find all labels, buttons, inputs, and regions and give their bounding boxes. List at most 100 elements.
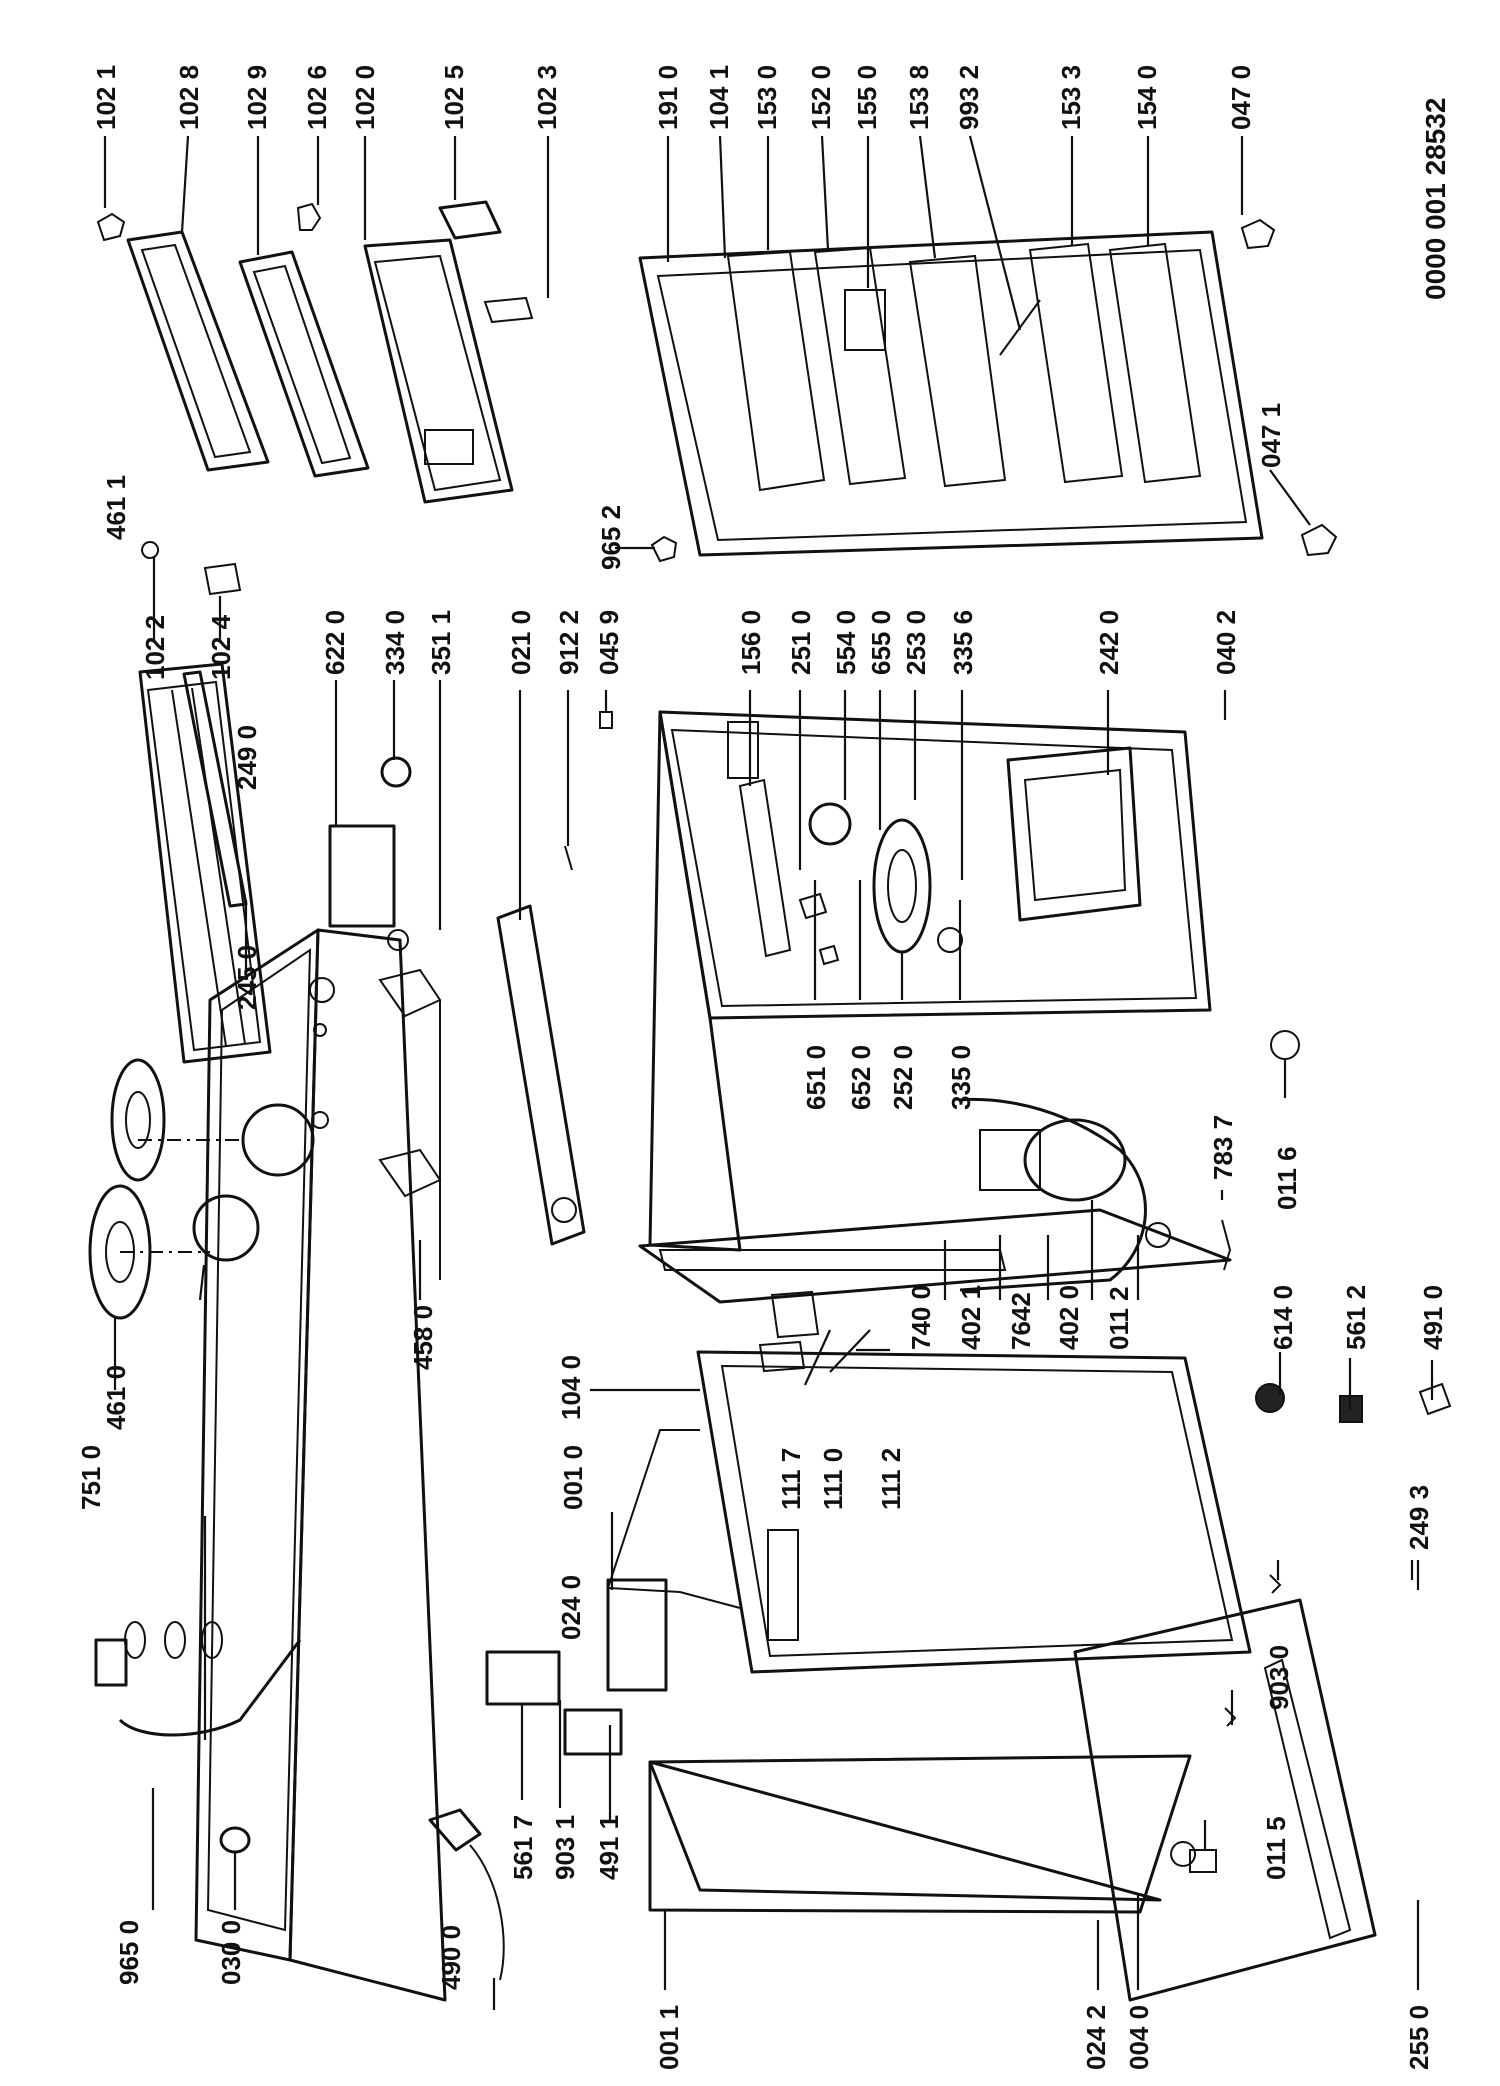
small-knob (808, 802, 852, 846)
label-334-0: 334 0 (380, 610, 410, 675)
label-490-0: 490 0 (436, 1925, 466, 1990)
hinge-bottom-icon (1300, 523, 1338, 557)
foot-right-icon (1224, 1707, 1237, 1727)
door-handle-icon (770, 1290, 820, 1339)
label-491-1: 491 1 (594, 1815, 624, 1880)
door-handle-cap-icon (758, 1340, 806, 1373)
small-screw-top-icon (599, 711, 613, 729)
label-335-0: 335 0 (946, 1045, 976, 1110)
label-402-1: 402 1 (956, 1285, 986, 1350)
cabinet-top-cover (192, 928, 447, 2002)
small-cover-plate (438, 200, 502, 240)
label-251-0: 251 0 (786, 610, 816, 675)
label-249-3: 249 3 (1404, 1485, 1434, 1550)
label-783-7: 783 7 (1208, 1115, 1238, 1180)
label-903-0: 903 0 (1264, 1645, 1294, 1710)
label-191-0: 191 0 (653, 65, 683, 130)
label-491-0: 491 0 (1418, 1285, 1448, 1350)
label-111-0: 111 0 (818, 1448, 848, 1510)
label-912-2: 912 2 (554, 610, 584, 675)
thermostat-unit (328, 824, 396, 928)
small-lamp-icon (818, 944, 840, 966)
label-255-0: 255 0 (1404, 2005, 1434, 2070)
door-seal-frame (238, 250, 370, 478)
small-capacitor-icon (1418, 1382, 1452, 1416)
label-047-0: 047 0 (1226, 65, 1256, 130)
label-993-2: 993 2 (954, 65, 984, 130)
round-cap-top (110, 1058, 166, 1182)
label-740-0: 740 0 (906, 1285, 936, 1350)
label-965-0: 965 0 (114, 1920, 144, 1985)
bottom-strip (1263, 1658, 1352, 1940)
label-156-0: 156 0 (736, 610, 766, 675)
freezer-door-assembly (638, 230, 1264, 557)
label-622-0: 622 0 (320, 610, 350, 675)
door-gasket-frame (126, 230, 270, 472)
label-402-0: 402 0 (1054, 1285, 1084, 1350)
label-351-1: 351 1 (426, 610, 456, 675)
label-102-0: 102 0 (350, 65, 380, 130)
drain-plug (219, 1826, 251, 1854)
label-252-0: 252 0 (888, 1045, 918, 1110)
label-040-2: 040 2 (1211, 610, 1241, 675)
label-154-0: 154 0 (1132, 65, 1162, 130)
label-965-2: 965 2 (596, 505, 626, 570)
label-655-0: 655 0 (866, 610, 896, 675)
label-153-8: 153 8 (904, 65, 934, 130)
label-104-1: 104 1 (704, 65, 734, 130)
relay-part-icon (1255, 1383, 1285, 1413)
main-door (696, 1350, 1252, 1674)
label-011-2: 011 2 (1104, 1286, 1134, 1350)
label-458-0: 458 0 (408, 1305, 438, 1370)
label-021-0: 021 0 (506, 610, 536, 675)
condenser-coil (658, 1249, 1007, 1271)
foot-part (1270, 1030, 1300, 1060)
small-screw-icon (141, 541, 159, 559)
label-102-6: 102 6 (302, 65, 332, 130)
label-461-1: 461 1 (101, 475, 131, 540)
compressor-detail (959, 1097, 1147, 1292)
label-652-0: 652 0 (846, 1045, 876, 1110)
label-102-5: 102 5 (439, 65, 469, 130)
label-111-2: 111 2 (876, 1448, 906, 1510)
document-number: 0000 001 28532 (1420, 98, 1451, 300)
leader-lines (103, 135, 1434, 2010)
small-bracket-icon (296, 202, 322, 231)
control-housing (872, 818, 932, 954)
label-102-9: 102 9 (242, 65, 272, 130)
label-153-0: 153 0 (752, 65, 782, 130)
label-245-0: 245 0 (232, 945, 262, 1010)
label-561-7: 561 7 (508, 1815, 538, 1880)
label-155-0: 155 0 (852, 65, 882, 130)
label-011-5: 011 5 (1261, 1816, 1291, 1880)
cable-icon (1221, 1219, 1232, 1271)
drain-kit (94, 1621, 302, 1737)
label-614-0: 614 0 (1268, 1285, 1298, 1350)
label-102-2: 102 2 (140, 615, 170, 680)
power-cable (469, 1844, 505, 1981)
label-7642: 7642 (1006, 1292, 1036, 1350)
small-label-icon (203, 562, 242, 596)
label-102-4: 102 4 (206, 614, 236, 680)
cabinet-body (638, 710, 1232, 1304)
cabinet-side-panel (648, 1754, 1192, 1914)
label-253-0: 253 0 (901, 610, 931, 675)
cabinet-foil (638, 1208, 1232, 1304)
evaporator-grid (738, 778, 792, 958)
label-242-0: 242 0 (1094, 610, 1124, 675)
bottom-panel (1073, 1598, 1377, 2002)
label-047-1: 047 1 (1256, 403, 1286, 468)
label-004-0: 004 0 (1124, 2005, 1154, 2070)
door-inner-panel (363, 238, 514, 504)
clip-part (798, 892, 828, 920)
plug-part (937, 927, 963, 953)
foot-screw-icon (1269, 1574, 1282, 1594)
foot-part-2 (1145, 1222, 1171, 1248)
power-plug-icon (428, 1808, 482, 1852)
label-102-3: 102 3 (532, 65, 562, 130)
label-903-1: 903 1 (550, 1815, 580, 1880)
label-024-0: 024 0 (556, 1575, 586, 1640)
door-stop-icon (650, 535, 678, 563)
door-insert-block (606, 1578, 668, 1692)
